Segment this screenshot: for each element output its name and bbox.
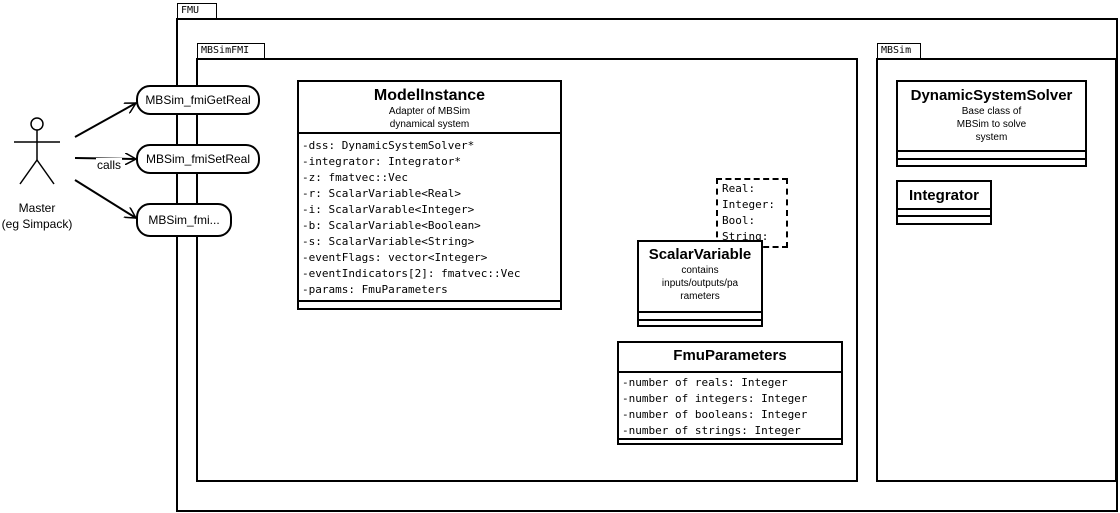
class-divider [898,158,1085,160]
usecase-get-real: MBSim_fmiGetReal [136,85,260,115]
class-description-line: MBSim to solve [956,119,1027,130]
class-attributes: -dss: DynamicSystemSolver* -integrator: … [299,132,560,300]
note-line: String: [722,230,769,243]
note-line: Integer: [722,198,775,211]
attribute: -eventIndicators[2]: fmatvec::Vec [302,267,521,280]
package-name-mbsim: MBSim [881,45,912,56]
class-operations-divider [299,300,560,302]
attribute: -params: FmuParameters [302,283,448,296]
class-description-line: system [975,132,1008,143]
calls-label: calls [96,158,123,172]
package-tab-mbsim: MBSim [877,43,921,59]
class-dynamic-system-solver: DynamicSystemSolver Base class of MBSim … [896,80,1087,167]
class-divider [898,150,1085,152]
class-divider [898,208,990,210]
actor-to-fmi-other-arrow [74,179,136,219]
class-header: ScalarVariable contains inputs/outputs/p… [639,242,761,303]
attribute: -r: ScalarVariable<Real> [302,187,461,200]
class-operations-divider [619,438,841,440]
class-description-line: inputs/outputs/pa [661,278,739,289]
attribute: -dss: DynamicSystemSolver* [302,139,475,152]
attribute: -integrator: Integrator* [302,155,461,168]
attribute: -number of integers: Integer [622,392,808,405]
note-line: Real: [722,182,756,195]
class-header: ModelInstance Adapter of MBSim dynamical… [299,82,560,132]
package-name-fmu: FMU [181,5,200,16]
package-tab-fmu: FMU [177,3,217,19]
class-name: ScalarVariable [648,246,752,263]
attribute: -number of reals: Integer [622,376,788,389]
attribute: -b: ScalarVariable<Boolean> [302,219,481,232]
class-header: FmuParameters [619,343,841,371]
class-description-line: dynamical system [389,119,470,130]
class-name: ModelInstance [373,87,486,104]
actor-label: Master (eg Simpack) [0,200,74,232]
attribute: -i: ScalarVarable<Integer> [302,203,475,216]
class-description-line: Adapter of MBSim [388,106,471,117]
class-description-line: contains [681,265,719,276]
class-header: DynamicSystemSolver Base class of MBSim … [898,82,1085,144]
actor-to-get-real-arrow [74,102,136,138]
attribute: -eventFlags: vector<Integer> [302,251,488,264]
class-divider [898,215,990,217]
package-name-mbsimfmi: MBSimFMI [201,45,250,56]
usecase-fmi-other: MBSim_fmi... [136,203,232,237]
class-name: FmuParameters [673,347,787,364]
class-scalar-variable: ScalarVariable contains inputs/outputs/p… [637,240,763,327]
class-integrator: Integrator [896,180,992,225]
usecase-set-real: MBSim_fmiSetReal [136,144,260,174]
stick-figure-icon [14,117,60,185]
class-description-line: rameters [680,291,720,302]
attribute: -number of strings: Integer [622,424,801,437]
class-divider [639,311,761,313]
class-attributes: -number of reals: Integer -number of int… [619,371,841,439]
package-tab-mbsimfmi: MBSimFMI [197,43,265,59]
attribute: -z: fmatvec::Vec [302,171,408,184]
class-name: DynamicSystemSolver [910,87,1073,104]
actor-subtitle: (eg Simpack) [1,217,73,231]
attribute: -number of booleans: Integer [622,408,808,421]
class-header: Integrator [898,182,990,205]
note-line: Bool: [722,214,756,227]
note-scalar-types: Real: Integer: Bool: String: [716,178,788,248]
actor-name: Master [18,201,56,215]
class-model-instance: ModelInstance Adapter of MBSim dynamical… [297,80,562,310]
class-name: Integrator [908,187,979,204]
class-divider [639,319,761,321]
class-fmu-parameters: FmuParameters -number of reals: Integer … [617,341,843,445]
class-description-line: Base class of [961,106,1022,117]
attribute: -s: ScalarVariable<String> [302,235,475,248]
